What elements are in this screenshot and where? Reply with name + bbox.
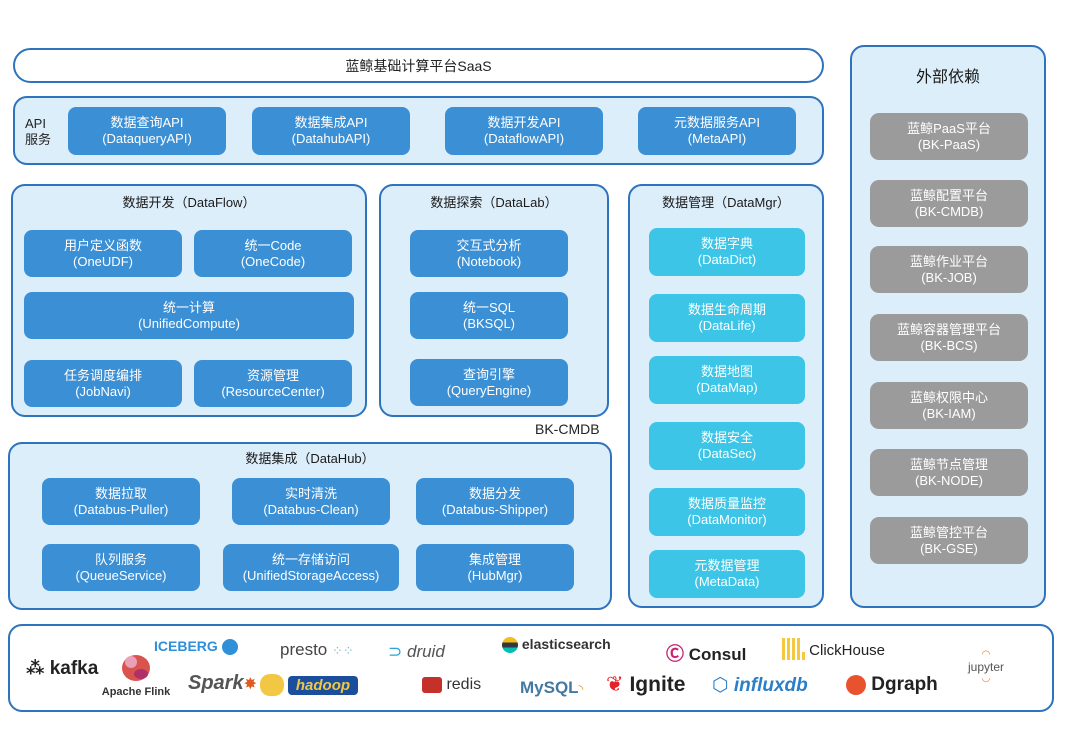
dataflow-item-onecode[interactable]: 统一Code(OneCode) <box>194 230 352 277</box>
mysql-logo: MySQL◝ <box>520 678 584 697</box>
external-item-bk-cmdb[interactable]: 蓝鲸配置平台(BK-CMDB) <box>870 180 1028 227</box>
elasticsearch-icon <box>502 637 518 654</box>
hadoop-logo: hadoop <box>260 674 359 696</box>
redis-icon <box>422 676 442 693</box>
presto-dots-icon: ⁘⁘ <box>331 643 354 658</box>
api-item-dataquery[interactable]: 数据查询API(DataqueryAPI) <box>68 107 226 155</box>
dolphin-icon: ◝ <box>578 682 584 696</box>
druid-logo: ⊃ druid <box>388 642 445 661</box>
api-item-datahub[interactable]: 数据集成API(DatahubAPI) <box>252 107 410 155</box>
api-item-meta[interactable]: 元数据服务API(MetaAPI) <box>638 107 796 155</box>
kafka-logo: ⁂ kafka <box>26 658 99 679</box>
datahub-item-clean[interactable]: 实时清洗(Databus-Clean) <box>232 478 390 525</box>
saas-bar-title: 蓝鲸基础计算平台SaaS <box>345 57 492 74</box>
elasticsearch-logo: elasticsearch <box>502 636 611 654</box>
dgraph-icon <box>846 674 866 695</box>
datalab-item-notebook[interactable]: 交互式分析(Notebook) <box>410 230 568 277</box>
api-item-dataflow[interactable]: 数据开发API(DataflowAPI) <box>445 107 603 155</box>
elephant-icon <box>260 674 284 696</box>
influxdb-icon: ⬡ <box>712 675 729 696</box>
external-item-bk-paas[interactable]: 蓝鲸PaaS平台(BK-PaaS) <box>870 113 1028 160</box>
api-panel: API 服务 数据查询API(DataqueryAPI) 数据集成API(Dat… <box>13 96 824 165</box>
datahub-item-puller[interactable]: 数据拉取(Databus-Puller) <box>42 478 200 525</box>
datamgr-item-datasec[interactable]: 数据安全(DataSec) <box>649 422 805 470</box>
bk-cmdb-label: BK-CMDB <box>535 421 600 437</box>
dataflow-panel: 数据开发（DataFlow） 用户定义函数(OneUDF) 统一Code(One… <box>11 184 367 417</box>
external-panel: 外部依赖 蓝鲸PaaS平台(BK-PaaS) 蓝鲸配置平台(BK-CMDB) 蓝… <box>850 45 1046 608</box>
ignite-flame-icon: ❦ <box>606 673 624 696</box>
datamgr-item-datalife[interactable]: 数据生命周期(DataLife) <box>649 294 805 342</box>
external-item-bk-gse[interactable]: 蓝鲸管控平台(BK-GSE) <box>870 517 1028 564</box>
flink-logo: Apache Flink <box>90 648 182 698</box>
dataflow-item-jobnavi[interactable]: 任务调度编排(JobNavi) <box>24 360 182 407</box>
datamgr-item-datamonitor[interactable]: 数据质量监控(DataMonitor) <box>649 488 805 536</box>
dataflow-item-unifiedcompute[interactable]: 统一计算(UnifiedCompute) <box>24 292 354 339</box>
iceberg-logo: ICEBERG <box>154 638 238 656</box>
spark-star-icon: ✸ <box>243 676 257 693</box>
datahub-item-hubmgr[interactable]: 集成管理(HubMgr) <box>416 544 574 591</box>
dataflow-item-resourcecenter[interactable]: 资源管理(ResourceCenter) <box>194 360 352 407</box>
datalab-panel: 数据探索（DataLab） 交互式分析(Notebook) 统一SQL(BKSQ… <box>379 184 609 417</box>
iceberg-icon <box>221 639 238 656</box>
external-item-bk-node[interactable]: 蓝鲸节点管理(BK-NODE) <box>870 449 1028 496</box>
datamgr-panel: 数据管理（DataMgr） 数据字典(DataDict) 数据生命周期(Data… <box>628 184 824 608</box>
datamgr-item-datadict[interactable]: 数据字典(DataDict) <box>649 228 805 276</box>
ignite-logo: ❦ Ignite <box>606 673 686 696</box>
presto-logo: presto ⁘⁘ <box>280 640 354 659</box>
kafka-icon: ⁂ <box>26 658 45 678</box>
datamgr-title: 数据管理（DataMgr） <box>662 195 790 210</box>
dataflow-item-oneudf[interactable]: 用户定义函数(OneUDF) <box>24 230 182 277</box>
druid-icon: ⊃ <box>388 642 403 661</box>
dataflow-title: 数据开发（DataFlow） <box>122 195 256 210</box>
datahub-item-shipper[interactable]: 数据分发(Databus-Shipper) <box>416 478 574 525</box>
redis-logo: redis <box>422 676 481 694</box>
api-label: API 服务 <box>25 116 52 147</box>
saas-bar: 蓝鲸基础计算平台SaaS <box>13 48 824 83</box>
datamgr-item-metadata[interactable]: 元数据管理(MetaData) <box>649 550 805 598</box>
tech-logo-strip: ⁂ kafka Apache Flink ICEBERG Spark✸ pres… <box>8 624 1054 712</box>
external-item-bk-bcs[interactable]: 蓝鲸容器管理平台(BK-BCS) <box>870 314 1028 361</box>
datalab-item-bksql[interactable]: 统一SQL(BKSQL) <box>410 292 568 339</box>
spark-logo: Spark✸ <box>188 672 257 694</box>
external-item-bk-iam[interactable]: 蓝鲸权限中心(BK-IAM) <box>870 382 1028 429</box>
datalab-title: 数据探索（DataLab） <box>430 195 558 210</box>
jupyter-icon: ◠ <box>981 649 991 660</box>
datahub-panel: 数据集成（DataHub） 数据拉取(Databus-Puller) 实时清洗(… <box>8 442 612 610</box>
jupyter-logo: ◠ jupyter ◡ <box>968 649 1005 684</box>
external-title: 外部依赖 <box>915 69 980 86</box>
clickhouse-logo: ClickHouse <box>782 638 885 664</box>
external-item-bk-job[interactable]: 蓝鲸作业平台(BK-JOB) <box>870 246 1028 293</box>
datamgr-item-datamap[interactable]: 数据地图(DataMap) <box>649 356 805 404</box>
datahub-title: 数据集成（DataHub） <box>245 451 375 466</box>
datahub-item-queueservice[interactable]: 队列服务(QueueService) <box>42 544 200 591</box>
clickhouse-bars-icon <box>782 638 805 664</box>
dgraph-logo: Dgraph <box>846 674 938 696</box>
influxdb-logo: ⬡ influxdb <box>712 675 808 696</box>
consul-icon: Ⓒ <box>666 644 684 664</box>
datalab-item-queryengine[interactable]: 查询引擎(QueryEngine) <box>410 359 568 406</box>
consul-logo: Ⓒ Consul <box>666 644 747 664</box>
datahub-item-unifiedstorage[interactable]: 统一存储访问(UnifiedStorageAccess) <box>223 544 399 591</box>
squirrel-icon <box>122 655 150 681</box>
